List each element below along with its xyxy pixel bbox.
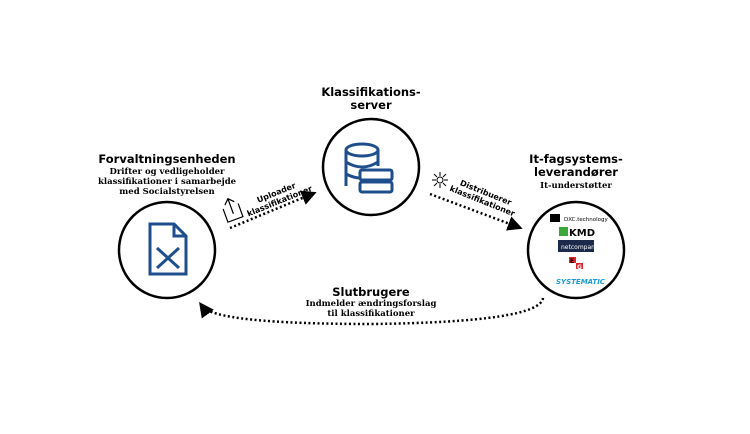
logo-netcompany: netcompany <box>561 244 599 251</box>
upload-icon <box>222 197 244 223</box>
admin-subtitle: Drifter og vedligeholder klassifikatione… <box>97 167 237 197</box>
vendors-circle <box>526 200 626 300</box>
admin-title: Forvaltningsenheden <box>98 152 236 166</box>
logo-eg: E <box>570 258 574 265</box>
feedback-arrow <box>199 297 545 326</box>
endusers-title: Slutbrugere <box>332 285 410 299</box>
upload-arrow <box>229 190 317 230</box>
admin-circle <box>117 200 217 300</box>
vendor-logos: DXC.technology KMD netcompany E G SYSTEM… <box>550 214 608 286</box>
database-server-icon <box>344 142 394 194</box>
vendors-title: It-fagsystems- leverandører <box>529 152 623 179</box>
server-title: Klassifikations- server <box>321 85 421 112</box>
distribute-arrow <box>429 192 523 231</box>
network-icon <box>432 172 448 188</box>
server-circle <box>321 117 421 217</box>
logo-dxc: DXC.technology <box>564 217 608 223</box>
logo-systematic: SYSTEMATIC <box>556 278 606 286</box>
svg-text:G: G <box>577 264 582 271</box>
vendors-subtitle: It-understøtter <box>540 181 612 191</box>
document-tools-icon <box>148 222 188 276</box>
logo-kmd: KMD <box>569 228 595 239</box>
endusers-subtitle: Indmelder ændringsforslag til klassifika… <box>305 299 437 319</box>
